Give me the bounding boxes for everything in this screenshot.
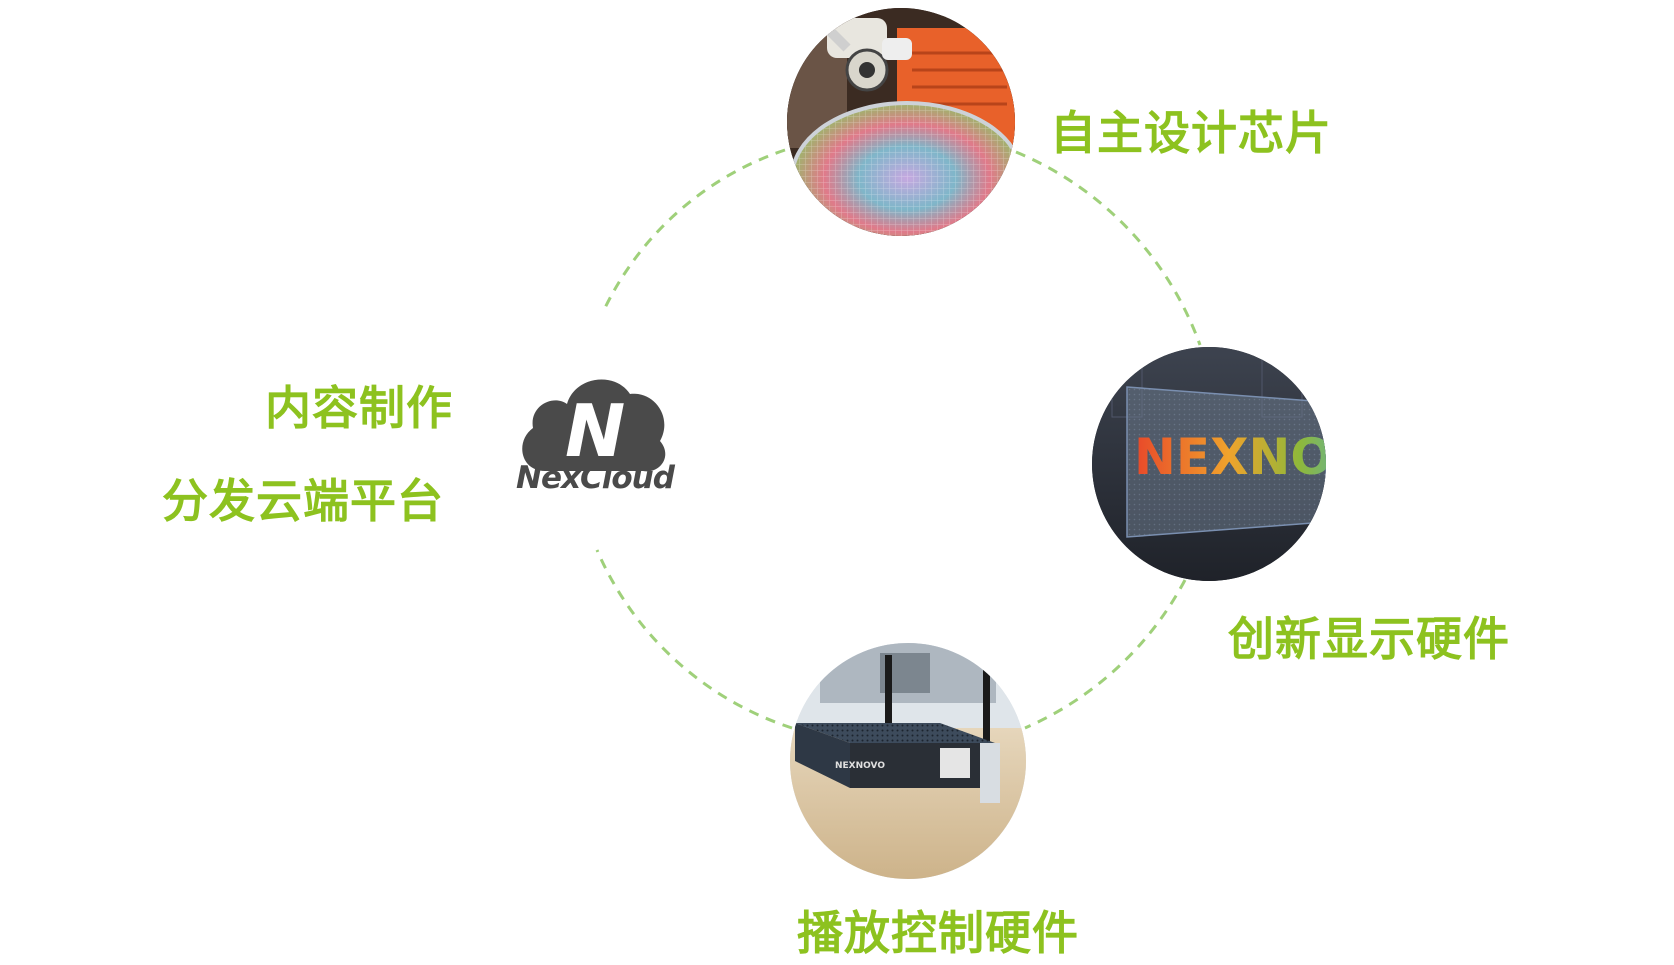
label-platform-line2: 分发云端平台 [162, 474, 444, 528]
ring-arc-top-right [1015, 150, 1202, 346]
nexcloud-logo-text: NexCloud [516, 460, 675, 496]
chip-wafer-photo [787, 8, 1015, 236]
ring-arc-bottom-right [1024, 579, 1187, 730]
transparent-display-photo: NEXNOV [1092, 347, 1326, 581]
svg-text:N: N [565, 389, 625, 473]
label-chip: 自主设计芯片 [1050, 106, 1332, 160]
cloud-n-icon: N [522, 379, 666, 473]
ring-arc-top-left [601, 148, 786, 313]
player-device-text: NEXNOVO [835, 761, 885, 771]
player-box-photo: NEXNOVO [790, 643, 1026, 879]
display-screen-text: NEXNOV [1134, 428, 1326, 486]
label-platform-line1: 内容制作 [265, 381, 453, 435]
ring-arc-bottom-left [595, 549, 793, 730]
label-player: 播放控制硬件 [797, 906, 1079, 960]
label-display: 创新显示硬件 [1228, 612, 1510, 666]
